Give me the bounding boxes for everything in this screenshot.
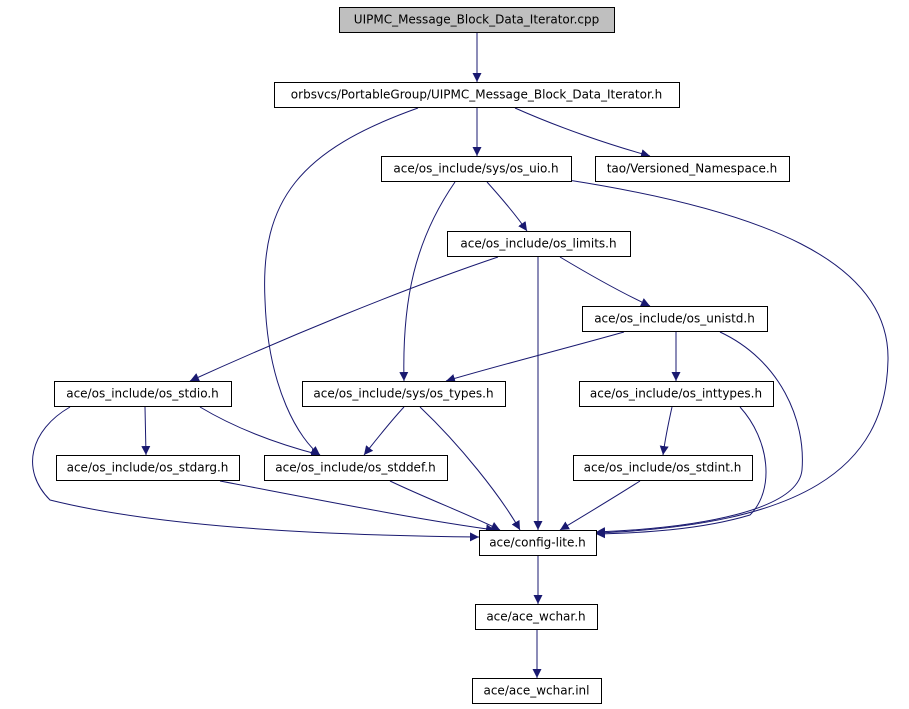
node-os_types[interactable]: ace/os_include/sys/os_types.h [302,381,506,407]
edge-iter_h-to-os_stddef [264,107,419,456]
edge-os_types-to-config_lite [419,406,521,531]
node-box[interactable] [475,604,598,630]
edge-os_uio-to-os_limits [486,181,528,232]
node-box[interactable] [56,455,240,481]
node-root[interactable]: UIPMC_Message_Block_Data_Iterator.cpp [339,7,615,33]
node-box[interactable] [302,381,506,407]
node-label: ace/os_include/os_unistd.h [594,312,755,326]
node-label: ace/os_include/sys/os_types.h [313,387,493,401]
node-label: ace/config-lite.h [489,536,586,550]
edge-os_stdio-to-os_stddef [199,406,321,458]
edge-os_stdio-to-config_lite [32,406,480,542]
edge-os_uio-to-os_types [399,181,456,382]
nodes-layer: UIPMC_Message_Block_Data_Iterator.cpporb… [54,7,790,704]
node-os_stdint[interactable]: ace/os_include/os_stdint.h [573,455,753,481]
edge-os_unistd-to-config_lite [595,331,803,537]
node-box[interactable] [472,678,602,704]
node-label: ace/os_include/os_stddef.h [275,461,435,475]
node-label: ace/os_include/os_limits.h [460,237,616,251]
node-os_uio[interactable]: ace/os_include/sys/os_uio.h [381,156,572,182]
node-label: ace/os_include/os_stdint.h [584,461,742,475]
edge-os_uio-to-config_lite [567,179,889,538]
node-os_stddef[interactable]: ace/os_include/os_stddef.h [264,455,448,481]
node-label: UIPMC_Message_Block_Data_Iterator.cpp [354,13,599,27]
edge-os_types-to-os_stddef [363,406,405,456]
node-box[interactable] [264,455,448,481]
node-os_stdio[interactable]: ace/os_include/os_stdio.h [54,381,232,407]
node-box[interactable] [573,455,753,481]
node-box[interactable] [582,306,768,332]
node-label: ace/ace_wchar.h [486,610,585,624]
node-os_limits[interactable]: ace/os_include/os_limits.h [447,231,631,257]
node-ace_wchar_inl[interactable]: ace/ace_wchar.inl [472,678,602,704]
edge-os_inttypes-to-config_lite [595,406,767,539]
node-label: tao/Versioned_Namespace.h [607,162,778,176]
node-iter_h[interactable]: orbsvcs/PortableGroup/UIPMC_Message_Bloc… [274,82,680,108]
node-label: ace/os_include/os_stdio.h [66,387,219,401]
node-box[interactable] [381,156,572,182]
edges-layer [32,33,889,678]
edge-os_limits-to-os_stdio [189,256,499,382]
node-box[interactable] [339,7,615,33]
edge-os_limits-to-os_unistd [559,256,651,307]
node-label: orbsvcs/PortableGroup/UIPMC_Message_Bloc… [291,88,662,102]
edge-os_stdio-to-os_stdarg [141,406,151,456]
node-box[interactable] [479,530,597,556]
node-box[interactable] [579,381,774,407]
node-label: ace/ace_wchar.inl [483,684,589,698]
node-box[interactable] [595,156,790,182]
node-config_lite[interactable]: ace/config-lite.h [479,530,597,556]
node-box[interactable] [274,82,680,108]
node-os_inttypes[interactable]: ace/os_include/os_inttypes.h [579,381,774,407]
node-os_unistd[interactable]: ace/os_include/os_unistd.h [582,306,768,332]
edge-os_stddef-to-config_lite [389,480,501,531]
node-box[interactable] [54,381,232,407]
node-label: ace/os_include/os_inttypes.h [590,387,762,401]
edge-os_stdint-to-config_lite [559,480,641,531]
node-label: ace/os_include/sys/os_uio.h [393,162,558,176]
node-versioned[interactable]: tao/Versioned_Namespace.h [595,156,790,182]
node-box[interactable] [447,231,631,257]
edge-iter_h-to-versioned [514,107,651,158]
edge-os_stdarg-to-config_lite [219,480,496,534]
node-os_stdarg[interactable]: ace/os_include/os_stdarg.h [56,455,240,481]
edge-os_inttypes-to-os_stdint [659,406,673,456]
node-label: ace/os_include/os_stdarg.h [67,461,229,475]
edge-os_unistd-to-os_types [445,331,625,383]
node-ace_wchar[interactable]: ace/ace_wchar.h [475,604,598,630]
